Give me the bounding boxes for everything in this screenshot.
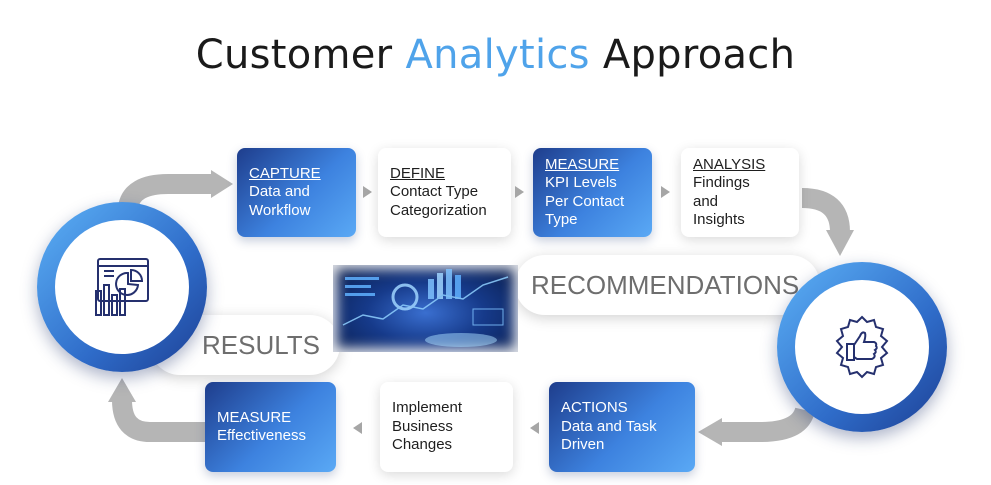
right-circle bbox=[777, 262, 947, 432]
image-strip bbox=[345, 277, 379, 280]
connector-arrow bbox=[515, 186, 524, 198]
step-define: DEFINE Contact Type Categorization bbox=[378, 148, 511, 237]
step-measure-effectiveness: MEASURE Effectiveness bbox=[205, 382, 336, 472]
connector-arrow bbox=[363, 186, 372, 198]
image-panel bbox=[472, 308, 504, 326]
connector-arrow bbox=[530, 422, 539, 434]
arrow-to-capture-head bbox=[211, 170, 233, 198]
image-bar bbox=[446, 269, 452, 299]
step-implement-line-1: Implement bbox=[392, 399, 463, 417]
step-measure-line-3: Type bbox=[545, 211, 578, 228]
step-measure-eff-line-1: Effectiveness bbox=[217, 427, 306, 444]
step-capture-line-2: Workflow bbox=[249, 201, 311, 219]
title-suffix: Approach bbox=[602, 32, 796, 78]
step-capture: CAPTURE Data and Workflow bbox=[237, 148, 356, 237]
left-circle-inner bbox=[55, 220, 189, 354]
step-measure-line-2: Per Contact bbox=[545, 192, 625, 210]
step-analysis-line-1: Findings bbox=[693, 174, 750, 191]
step-analysis-line-3: Insights bbox=[693, 211, 745, 228]
right-circle-inner bbox=[795, 280, 929, 414]
data-hand-graphic bbox=[342, 269, 509, 347]
step-analysis-head: ANALYSIS bbox=[693, 155, 766, 173]
step-define-head: DEFINE bbox=[390, 164, 446, 182]
image-hand bbox=[425, 333, 497, 347]
results-label: RESULTS bbox=[202, 329, 320, 360]
arrow-to-left-circle-head bbox=[108, 378, 136, 402]
recommendations-label: RECOMMENDATIONS bbox=[531, 269, 800, 300]
analytics-dashboard-icon bbox=[95, 258, 149, 316]
connector-arrow bbox=[353, 422, 362, 434]
arrow-to-actions-head bbox=[698, 418, 722, 446]
step-implement: Implement Business Changes bbox=[380, 382, 513, 472]
image-donut bbox=[391, 283, 419, 311]
image-strip bbox=[345, 293, 375, 296]
step-measure-head: MEASURE bbox=[545, 155, 620, 173]
image-bar bbox=[428, 279, 434, 299]
arrow-to-actions bbox=[720, 406, 815, 442]
arrow-to-right-circle-head bbox=[826, 230, 854, 256]
step-capture-line-1: Data and bbox=[249, 183, 310, 201]
thumbs-up-badge-icon bbox=[835, 315, 889, 379]
step-actions-line-2: Driven bbox=[561, 436, 605, 454]
title-accent: Analytics bbox=[405, 32, 590, 78]
step-analysis-line-2: and bbox=[693, 192, 719, 210]
step-measure-eff-head: MEASURE bbox=[217, 408, 292, 426]
recommendations-pill: RECOMMENDATIONS bbox=[515, 255, 820, 315]
image-bar bbox=[437, 273, 443, 299]
step-actions-head: ACTIONS bbox=[561, 399, 628, 417]
arrow-to-left-circle bbox=[112, 399, 205, 442]
image-bar bbox=[455, 275, 461, 299]
image-strip bbox=[345, 285, 371, 288]
page-title: Customer Analytics Approach bbox=[0, 32, 991, 78]
step-actions-line-1: Data and Task bbox=[561, 417, 657, 435]
step-measure-line-1: KPI Levels bbox=[545, 174, 617, 191]
step-define-line-1: Contact Type bbox=[390, 183, 479, 201]
title-prefix: Customer bbox=[195, 32, 393, 78]
connector-arrow bbox=[661, 186, 670, 198]
step-analysis: ANALYSIS Findings and Insights bbox=[681, 148, 799, 237]
step-measure: MEASURE KPI Levels Per Contact Type bbox=[533, 148, 652, 237]
arrow-to-right-circle bbox=[801, 188, 850, 233]
data-hand-image bbox=[333, 265, 518, 352]
step-actions: ACTIONS Data and Task Driven bbox=[549, 382, 695, 472]
step-capture-head: CAPTURE bbox=[249, 164, 321, 182]
step-implement-line-2: Business bbox=[392, 417, 453, 435]
step-implement-line-3: Changes bbox=[392, 436, 453, 454]
left-circle bbox=[37, 202, 207, 372]
image-line bbox=[342, 276, 509, 326]
step-define-line-2: Categorization bbox=[390, 201, 487, 219]
